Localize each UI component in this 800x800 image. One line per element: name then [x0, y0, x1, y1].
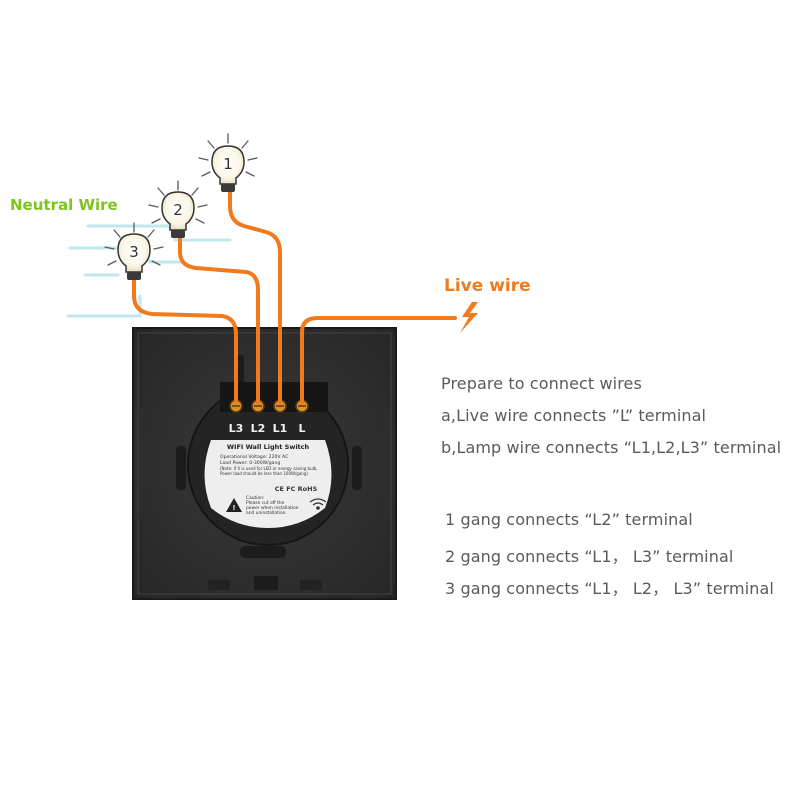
gang-rule: 2 gang connects “L1， L3” terminal	[445, 547, 734, 566]
label-spec-line: Load Power: 0-300W/gang	[220, 460, 280, 466]
terminal-label: L2	[251, 422, 266, 435]
bulb-number: 3	[129, 243, 139, 261]
gang-rule: 3 gang connects “L1， L2， L3” terminal	[445, 579, 774, 598]
neutral-wire-top	[86, 224, 232, 242]
instruction-step-a: a,Live wire connects ”L” terminal	[441, 406, 707, 425]
lightning-bolt-icon	[460, 302, 478, 333]
neutral-wires	[66, 224, 232, 318]
live-wire	[300, 316, 457, 404]
bulb-number: 1	[223, 155, 233, 173]
instruction-step-b: b,Lamp wire connects “L1,L2,L3” terminal	[441, 438, 782, 457]
svg-text:!: !	[232, 504, 235, 512]
lamp-wire-1	[228, 184, 282, 404]
gang-rule: 1 gang connects “L2” terminal	[445, 510, 693, 529]
label-spec-line: (Note: if it is used for LED or energy s…	[220, 466, 318, 471]
label-spec-line: Power load should be less than 100W/gang…	[220, 471, 308, 476]
label-title: WIFI Wall Light Switch	[227, 443, 310, 451]
terminal-label: L3	[229, 422, 244, 435]
cert-marks: CE FC RoHS	[275, 485, 318, 493]
neutral-wire-label: Neutral Wire	[10, 196, 118, 214]
live-wire-label: Live wire	[444, 276, 531, 296]
instructions-heading: Prepare to connect wires	[441, 374, 642, 393]
lamp-wire-3	[132, 278, 238, 404]
switch-panel: L3 L2 L1 L WIFI Wall Light Switch Operat…	[132, 327, 397, 600]
caution-icon	[226, 498, 242, 512]
caution-title: Caution:	[246, 495, 264, 501]
lamp-wire-2	[178, 230, 260, 404]
terminal-label: L1	[273, 422, 288, 435]
wifi-icon	[309, 498, 327, 510]
caution-line: and uninstallation.	[246, 510, 287, 516]
caution-line: power when installation	[246, 505, 299, 511]
bulb-2-icon: 2	[148, 180, 208, 238]
terminal-label: L	[298, 422, 305, 435]
bulb-1-icon: 1	[198, 133, 258, 192]
neutral-wire-bottom	[66, 294, 142, 318]
caution-line: Please cut off the	[246, 500, 285, 506]
label-spec-line: Operational Voltage: 220V AC	[220, 454, 288, 460]
lamp-wires	[132, 184, 457, 404]
terminal-block	[229, 399, 309, 413]
bulb-number: 2	[173, 201, 183, 219]
bulb-3-icon: 3	[104, 222, 164, 280]
